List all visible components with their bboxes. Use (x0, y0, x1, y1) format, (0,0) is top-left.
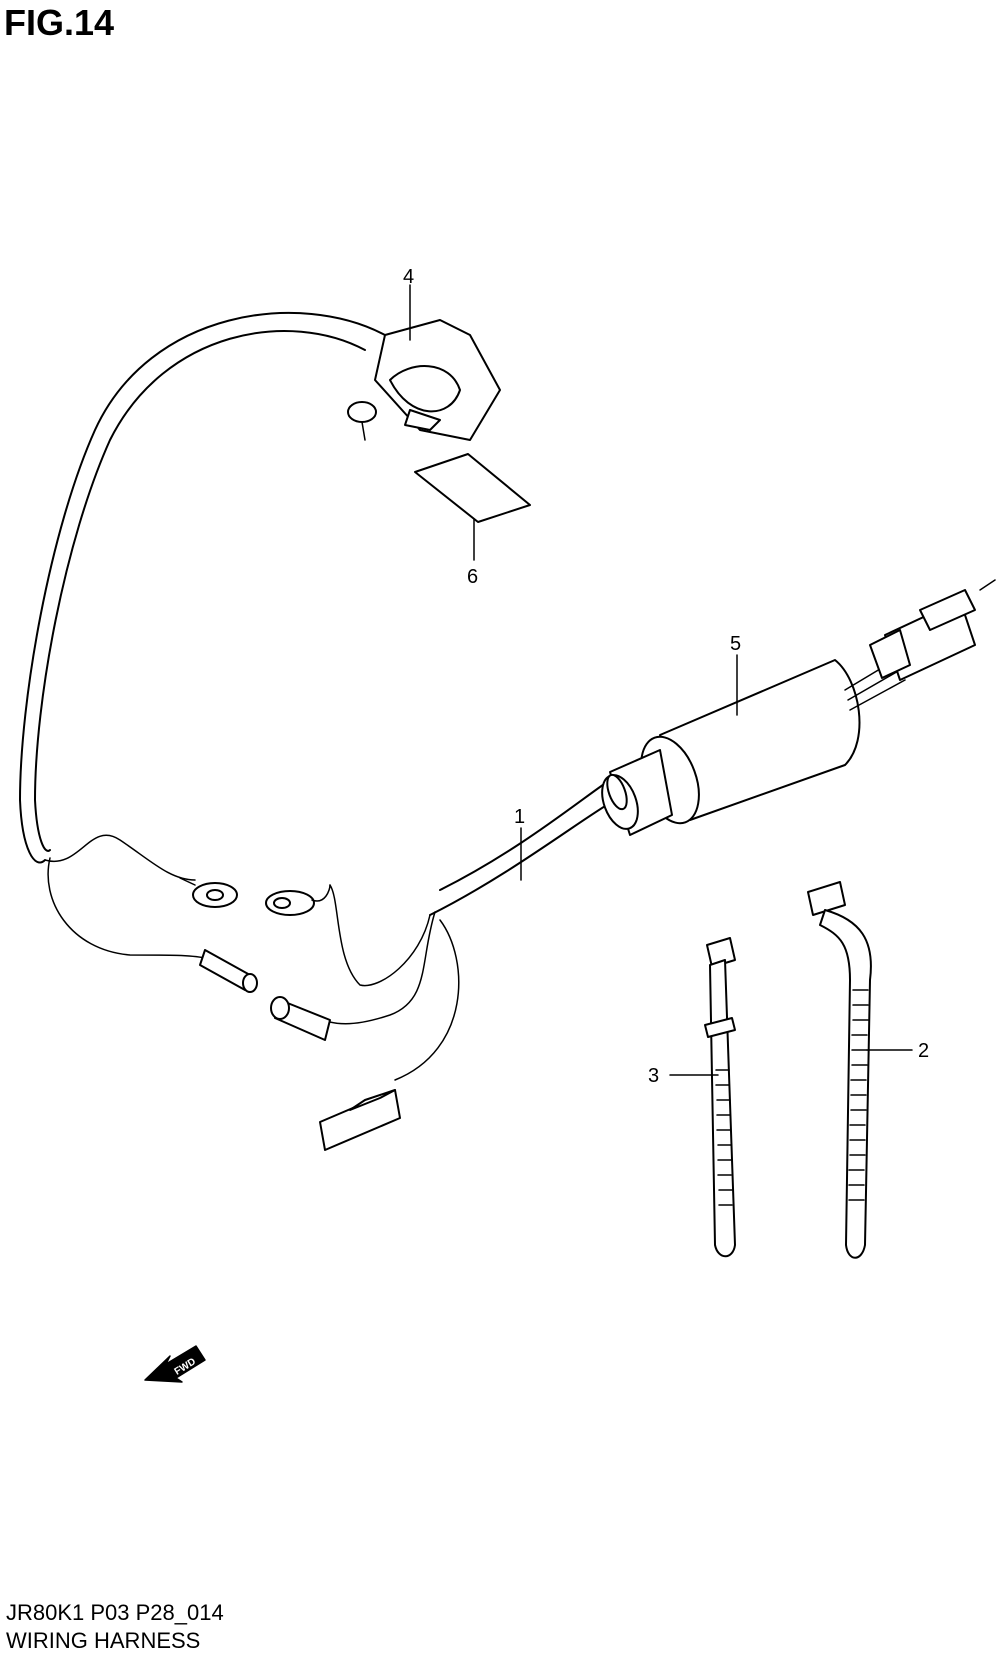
callout-part-5: 5 (730, 633, 741, 655)
wiring-harness-cable (19, 311, 616, 1081)
figure-title: FIG.14 (4, 2, 115, 43)
callout-part-2: 2 (918, 1040, 929, 1062)
leader-lines (409, 284, 913, 1076)
filter-part-5 (601, 579, 996, 836)
cable-tie-part-2 (807, 881, 872, 1259)
cable-tie-part-3 (704, 937, 736, 1258)
flat-connector (319, 1089, 401, 1151)
callout-part-3: 3 (648, 1065, 659, 1087)
figure-name: WIRING HARNESS (6, 1628, 201, 1653)
figure-code: JR80K1 P03 P28_014 (6, 1600, 224, 1625)
callout-part-6: 6 (467, 566, 478, 588)
label-part-6 (414, 453, 531, 523)
bullet-connector-male (199, 949, 258, 993)
clamp-part-4 (347, 319, 501, 441)
callout-part-4: 4 (403, 266, 414, 288)
ring-terminal-right (265, 884, 331, 916)
ring-terminal-left (179, 877, 238, 908)
bullet-connector-female (270, 996, 331, 1041)
fwd-arrow-icon: FWD (144, 1345, 206, 1383)
callout-part-1: 1 (514, 806, 525, 828)
